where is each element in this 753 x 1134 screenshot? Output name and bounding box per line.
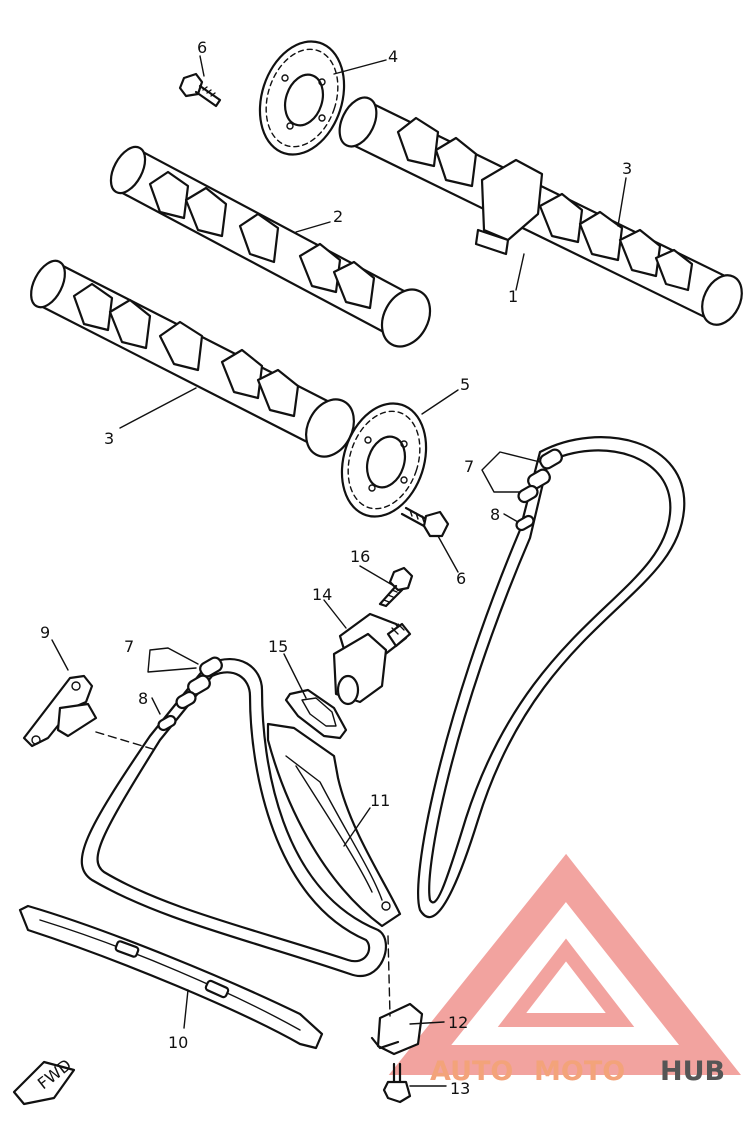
timing-chain-left [80, 658, 387, 978]
tensioner-bolt-16 [378, 566, 414, 608]
callout-10: 10 [168, 1033, 188, 1052]
sprocket-bolt-6-top [178, 72, 222, 108]
callout-5: 5 [460, 375, 470, 394]
guide-stopper-12 [370, 1002, 424, 1056]
automotohub-wordmark: AUTO MOTO HUB [430, 1056, 725, 1087]
callout-12: 12 [448, 1013, 468, 1032]
callout-6-middle: 6 [456, 569, 466, 588]
callout-7-left: 7 [124, 637, 134, 656]
sprocket-bolt-6-middle [400, 506, 450, 538]
automotohub-logo [388, 853, 741, 1075]
chain-clip-8-right [515, 514, 535, 532]
callout-16: 16 [350, 547, 370, 566]
chain-guide-11 [266, 722, 402, 928]
cam-sprocket-5 [340, 402, 428, 518]
callout-9: 9 [40, 623, 50, 642]
camshaft-2 [109, 145, 432, 348]
callout-1: 1 [508, 287, 518, 306]
bolt-13-dashed-line [387, 935, 391, 1017]
guide-9-dashed-line [95, 731, 157, 751]
fwd-arrow-icon: FWD [12, 1055, 76, 1106]
callout-11: 11 [370, 791, 390, 810]
callout-3-right: 3 [622, 159, 632, 178]
wordmark-auto: AUTO [430, 1056, 513, 1087]
callout-15: 15 [268, 637, 288, 656]
wordmark-hub: HUB [660, 1056, 725, 1087]
stopper-bolt-13 [382, 1062, 412, 1104]
chain-tensioner-14 [332, 612, 412, 706]
callout-14: 14 [312, 585, 332, 604]
callout-2: 2 [333, 207, 343, 226]
camshaft-3 [30, 259, 355, 458]
callout-6-top: 6 [197, 38, 207, 57]
chain-clip-8-left [157, 714, 177, 732]
callout-4: 4 [388, 47, 398, 66]
callout-13: 13 [450, 1079, 470, 1098]
callout-8-left: 8 [138, 689, 148, 708]
timing-chain-right [417, 436, 686, 919]
callout-3-left: 3 [104, 429, 114, 448]
cam-sprocket-4 [258, 40, 346, 156]
camshaft-1 [338, 96, 743, 326]
callout-8-right: 8 [490, 505, 500, 524]
chain-master-link-7-right [517, 448, 563, 504]
tensioner-gasket-15 [284, 688, 348, 740]
callout-7-right: 7 [464, 457, 474, 476]
chain-master-link-7-left [175, 656, 223, 710]
wordmark-moto: MOTO [534, 1056, 625, 1087]
callout-numbers: 6 4 2 3 1 3 5 7 8 6 16 14 9 7 15 8 11 10… [40, 38, 632, 1098]
chain-guide-10 [18, 904, 324, 1050]
leader-lines [51, 55, 627, 1087]
chain-guide-9 [22, 674, 98, 748]
